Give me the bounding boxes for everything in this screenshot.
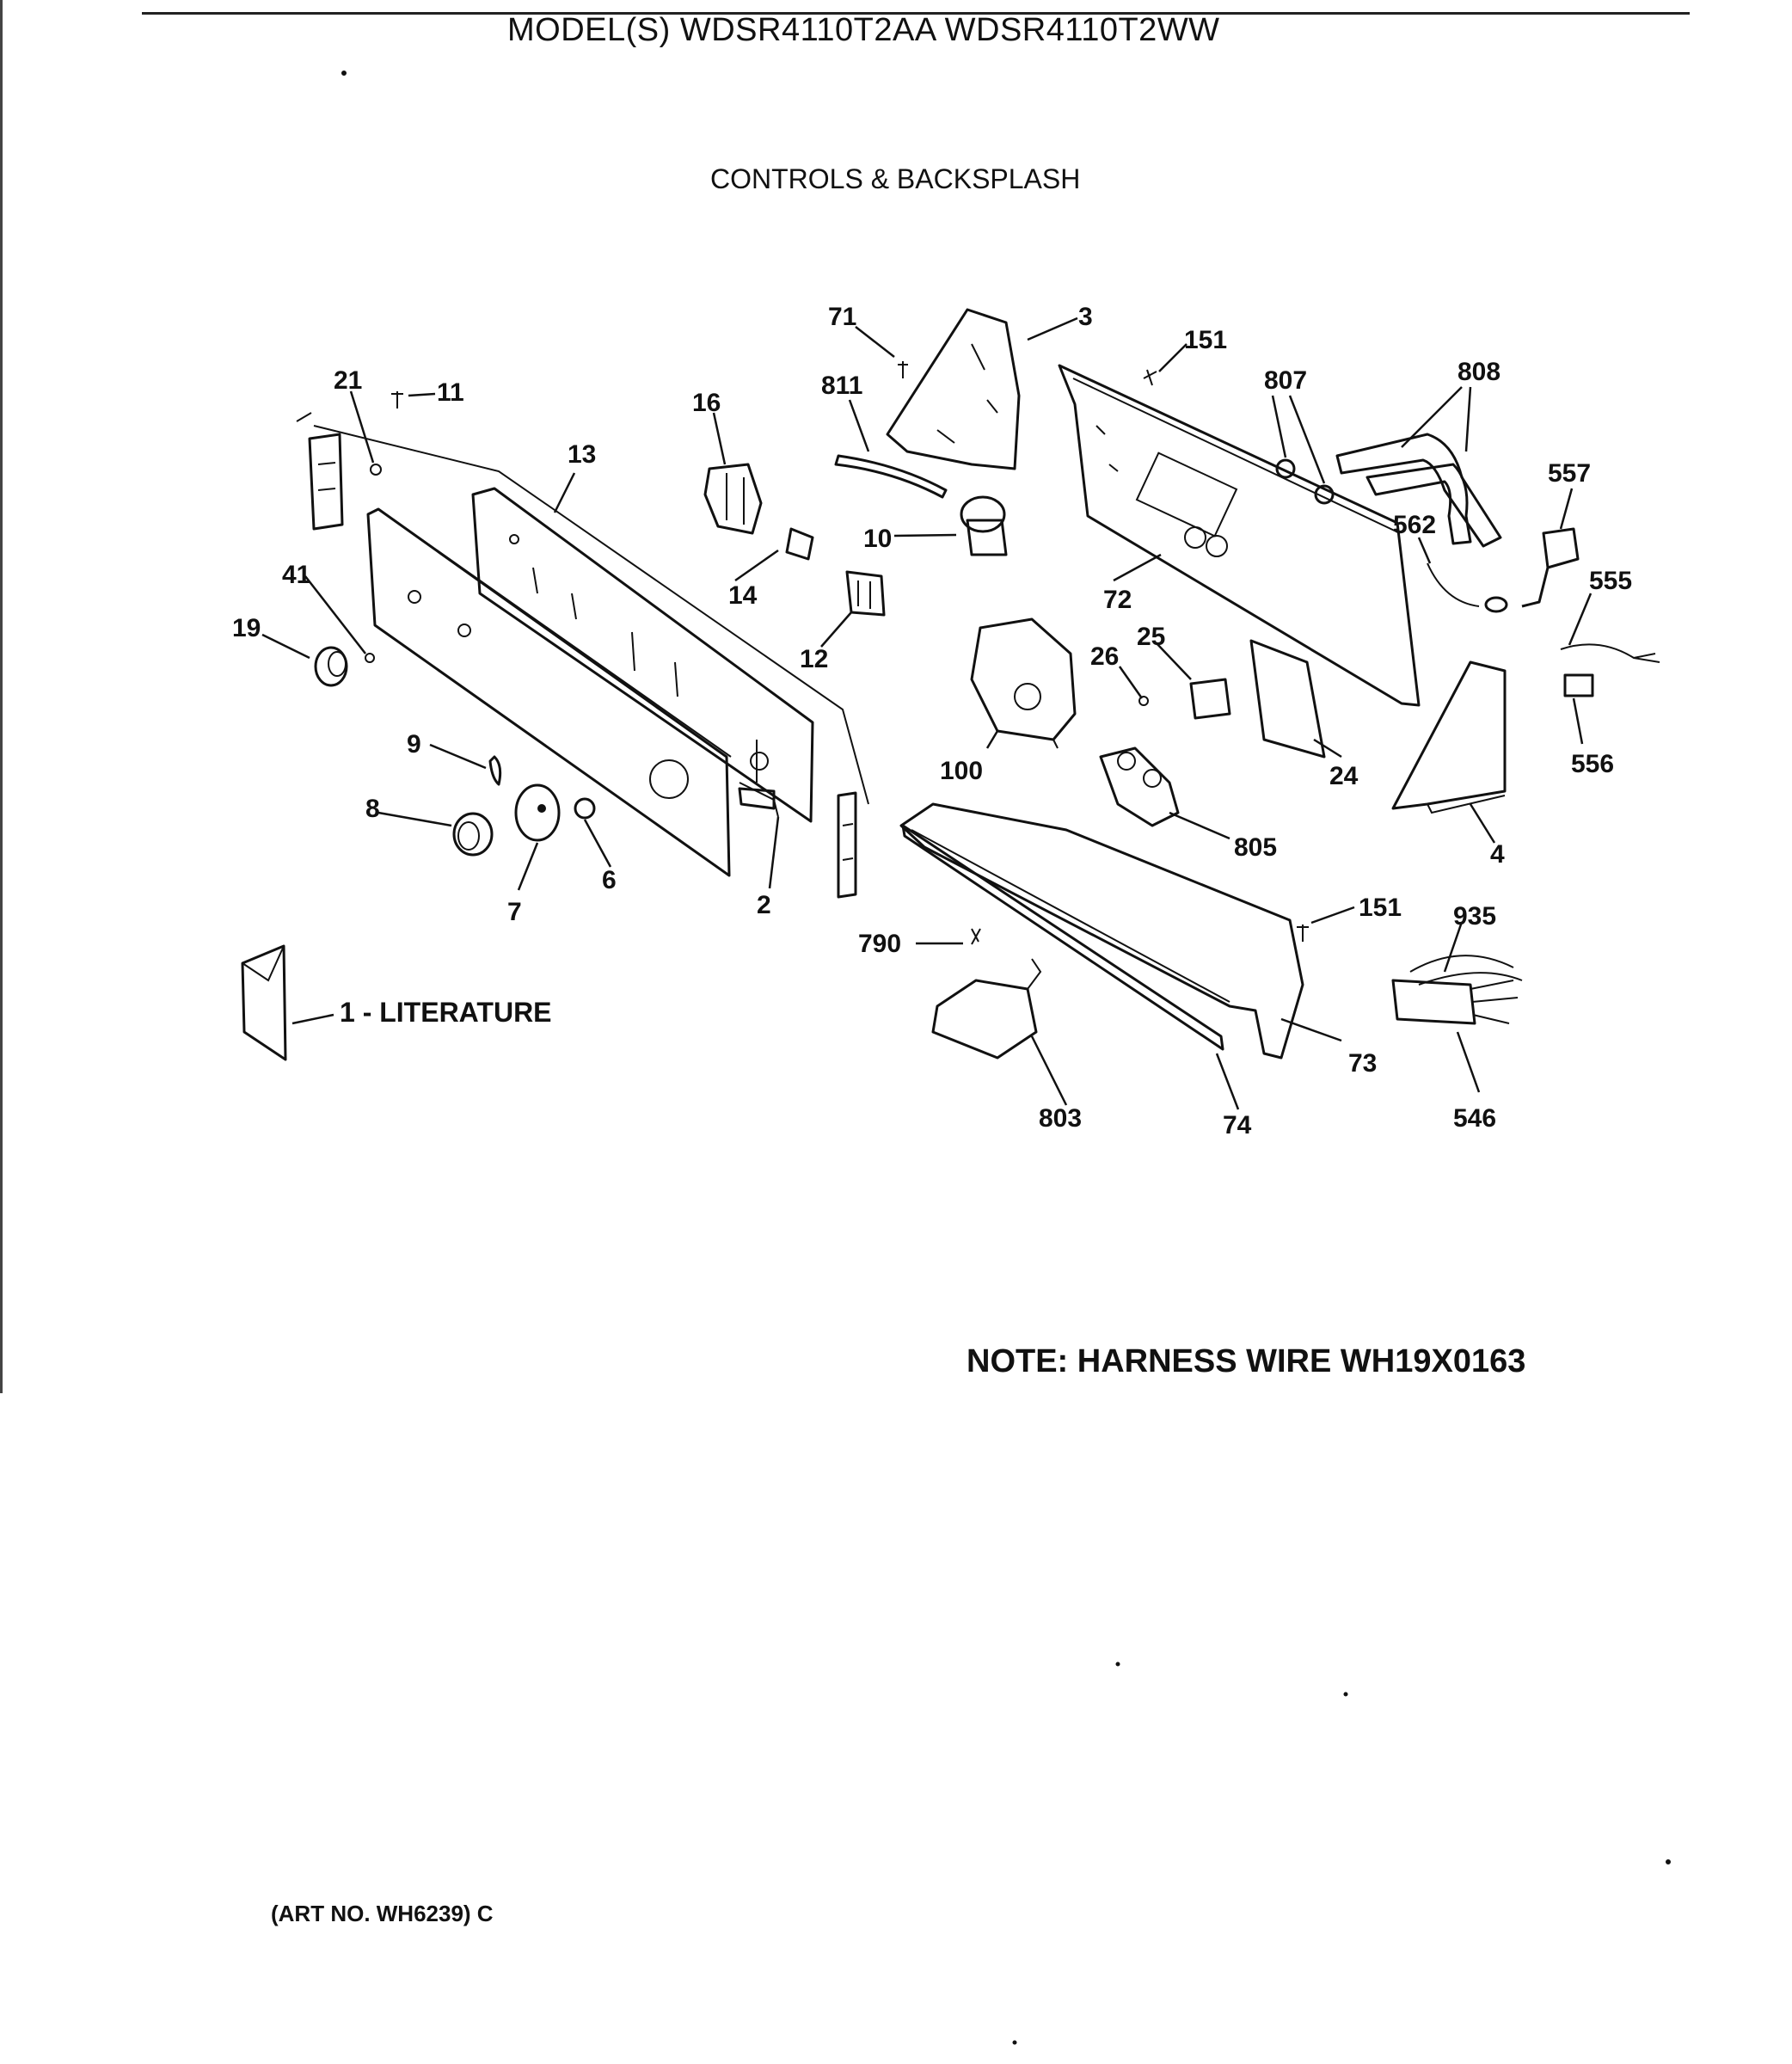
model-title: MODEL(S) WDSR4110T2AA WDSR4110T2WW bbox=[507, 12, 1220, 48]
callout-24: 24 bbox=[1329, 762, 1359, 790]
part-dial-7 bbox=[514, 783, 561, 842]
callout-555: 555 bbox=[1589, 567, 1632, 595]
callout-72: 72 bbox=[1103, 586, 1132, 614]
part-sensor-803 bbox=[931, 958, 1042, 1060]
part-switch-25 bbox=[1189, 678, 1231, 720]
part-connector-556 bbox=[1563, 673, 1594, 697]
callout-151-top: 151 bbox=[1184, 326, 1227, 354]
part-screw-21 bbox=[370, 464, 382, 476]
callout-9: 9 bbox=[407, 730, 421, 759]
part-control-panel-13 bbox=[313, 425, 869, 877]
part-end-cap-right bbox=[837, 791, 857, 899]
callout-74: 74 bbox=[1223, 1111, 1252, 1140]
part-screw-151-top bbox=[1143, 369, 1157, 386]
callout-3: 3 bbox=[1078, 303, 1093, 331]
callout-2: 2 bbox=[757, 891, 771, 919]
part-trim-74 bbox=[901, 824, 1224, 1051]
part-hose-811 bbox=[834, 454, 948, 499]
callout-562: 562 bbox=[1393, 511, 1436, 539]
part-switch-16 bbox=[703, 463, 763, 535]
part-bracket-3 bbox=[886, 308, 1021, 470]
part-bracket-4 bbox=[1391, 660, 1507, 814]
callout-25: 25 bbox=[1137, 623, 1165, 651]
callout-790: 790 bbox=[858, 930, 901, 958]
art-number: (ART NO. WH6239) C bbox=[271, 1901, 494, 1926]
part-board-24 bbox=[1249, 639, 1326, 759]
callout-811: 811 bbox=[821, 372, 862, 400]
part-wire-562 bbox=[1427, 562, 1508, 613]
callout-7: 7 bbox=[507, 898, 522, 926]
callout-71: 71 bbox=[828, 303, 856, 331]
callout-935: 935 bbox=[1453, 902, 1496, 931]
callout-21: 21 bbox=[334, 366, 362, 395]
callout-12: 12 bbox=[800, 645, 828, 673]
part-panel-bracket bbox=[471, 487, 814, 823]
callout-14: 14 bbox=[728, 581, 758, 610]
part-screw-11 bbox=[391, 391, 403, 408]
part-nut-6 bbox=[574, 797, 596, 820]
callout-546: 546 bbox=[1453, 1104, 1496, 1133]
part-clip-9 bbox=[488, 755, 502, 786]
part-connector-557 bbox=[1521, 527, 1580, 608]
callout-807: 807 bbox=[1264, 366, 1307, 395]
callout-6: 6 bbox=[602, 866, 617, 894]
part-knob-8 bbox=[452, 812, 494, 857]
callout-4: 4 bbox=[1490, 840, 1505, 869]
callout-19: 19 bbox=[232, 614, 261, 642]
page-left-border bbox=[0, 0, 3, 1393]
part-connector-546 bbox=[1391, 979, 1519, 1025]
part-strip-2 bbox=[738, 787, 776, 810]
callout-151-bottom: 151 bbox=[1359, 894, 1402, 922]
section-title: CONTROLS & BACKSPLASH bbox=[710, 163, 1081, 194]
leader-lines bbox=[261, 316, 1593, 1110]
callout-805: 805 bbox=[1234, 833, 1277, 862]
callout-73: 73 bbox=[1348, 1049, 1377, 1078]
part-washer-807 bbox=[1275, 458, 1335, 505]
part-timer-100 bbox=[970, 617, 1077, 749]
part-screw-71 bbox=[898, 361, 908, 378]
part-wire-555 bbox=[1560, 643, 1660, 663]
literature-label: 1 - LITERATURE bbox=[340, 997, 552, 1028]
part-panel-73 bbox=[899, 802, 1304, 1060]
callout-10: 10 bbox=[863, 525, 892, 553]
part-valve-805 bbox=[1099, 746, 1180, 827]
callout-557: 557 bbox=[1548, 459, 1591, 488]
part-pressure-switch-10 bbox=[960, 495, 1008, 556]
part-end-cap-left bbox=[296, 412, 344, 531]
callout-13: 13 bbox=[568, 440, 596, 469]
part-hoses-808 bbox=[1335, 433, 1502, 548]
part-screw-790 bbox=[971, 928, 981, 945]
part-clip-14 bbox=[785, 527, 814, 561]
part-literature-envelope bbox=[241, 944, 287, 1061]
callout-26: 26 bbox=[1090, 642, 1119, 671]
header-rule bbox=[142, 12, 1690, 15]
part-screw-151-bottom bbox=[1297, 924, 1309, 942]
part-harness-935 bbox=[1409, 955, 1523, 986]
callout-16: 16 bbox=[692, 389, 721, 417]
part-knob-19 bbox=[314, 646, 348, 687]
part-screw-26 bbox=[1138, 696, 1149, 706]
callout-808: 808 bbox=[1458, 358, 1500, 386]
callout-100: 100 bbox=[940, 757, 983, 785]
part-clip-41 bbox=[365, 653, 375, 663]
harness-note: NOTE: HARNESS WIRE WH19X0163 bbox=[967, 1343, 1526, 1379]
part-backsplash-72 bbox=[1058, 364, 1421, 707]
callout-11: 11 bbox=[437, 378, 464, 407]
callout-556: 556 bbox=[1571, 750, 1614, 778]
callout-41: 41 bbox=[282, 561, 310, 589]
callout-8: 8 bbox=[365, 795, 380, 823]
callout-803: 803 bbox=[1039, 1104, 1082, 1133]
part-switch-12 bbox=[845, 570, 886, 617]
scan-specks bbox=[341, 71, 1671, 2045]
